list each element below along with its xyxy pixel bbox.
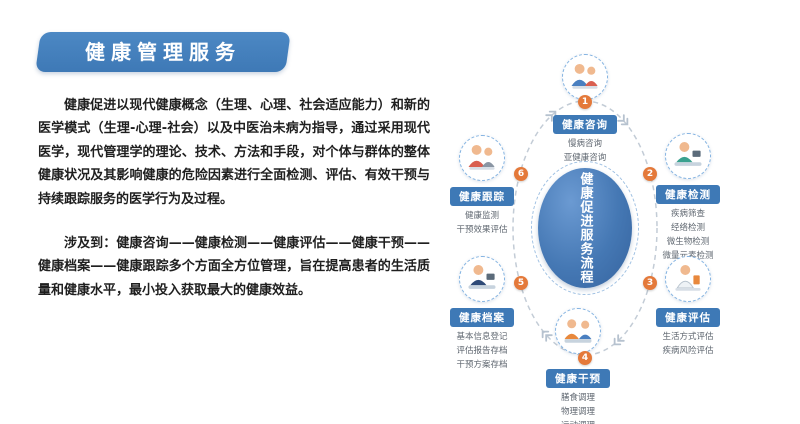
node-label: 健康档案 [450,308,514,327]
flow-center: 健康促进服务流程 [531,161,639,295]
assessment-doctor-icon [665,256,711,302]
step-number-badge: 4 [578,351,592,365]
scope-paragraph: 涉及到：健康咨询——健康检测——健康评估——健康干预——健康档案——健康跟踪多个… [38,236,430,298]
intervention-people-icon [555,308,601,354]
node-desc: 慢病咨询 亚健康咨询 [563,139,607,164]
node-desc: 基本信息登记 评估报告存档 干预方案存档 [456,332,508,371]
flow-node-detection: 健康检测 疾病筛查 经络检测 微生物检测 微量元素检测 [640,133,736,263]
node-desc: 健康监测 干预效果评估 [456,211,508,236]
node-desc: 膳食调理 物理调理 运动调理 [560,393,595,424]
flow-node-tracking: 健康跟踪 健康监测 干预效果评估 [434,135,530,237]
archive-desk-icon [459,256,505,302]
consultation-people-icon [562,54,608,100]
node-label: 健康检测 [656,185,720,204]
node-desc: 疾病筛查 经络检测 微生物检测 微量元素检测 [662,209,713,261]
step-number-badge: 6 [514,167,528,181]
page-title-badge: 健康管理服务 [35,32,291,72]
node-desc: 生活方式评估 疾病风险评估 [662,332,714,357]
flow-node-assessment: 健康评估 生活方式评估 疾病风险评估 [640,256,736,358]
flow-node-intervention: 健康干预 膳食调理 物理调理 运动调理 [532,308,624,424]
flow-node-archive: 健康档案 基本信息登记 评估报告存档 干预方案存档 [434,256,530,372]
node-label: 健康跟踪 [450,187,514,206]
tracking-people-icon [459,135,505,181]
page-title: 健康管理服务 [85,40,241,64]
flow-center-label: 健康促进服务流程 [577,172,593,284]
node-label: 健康评估 [656,308,720,327]
step-number-badge: 3 [643,276,657,290]
flow-node-consultation: 健康咨询 慢病咨询 亚健康咨询 [539,54,631,165]
step-number-badge: 5 [514,276,528,290]
step-number-badge: 2 [643,167,657,181]
intro-paragraph: 健康促进以现代健康概念（生理、心理、社会适应能力）和新的医学模式（生理-心理-社… [38,98,430,207]
detection-desk-icon [665,133,711,179]
step-number-badge: 1 [578,95,592,109]
node-label: 健康干预 [546,369,610,388]
node-label: 健康咨询 [553,115,617,134]
